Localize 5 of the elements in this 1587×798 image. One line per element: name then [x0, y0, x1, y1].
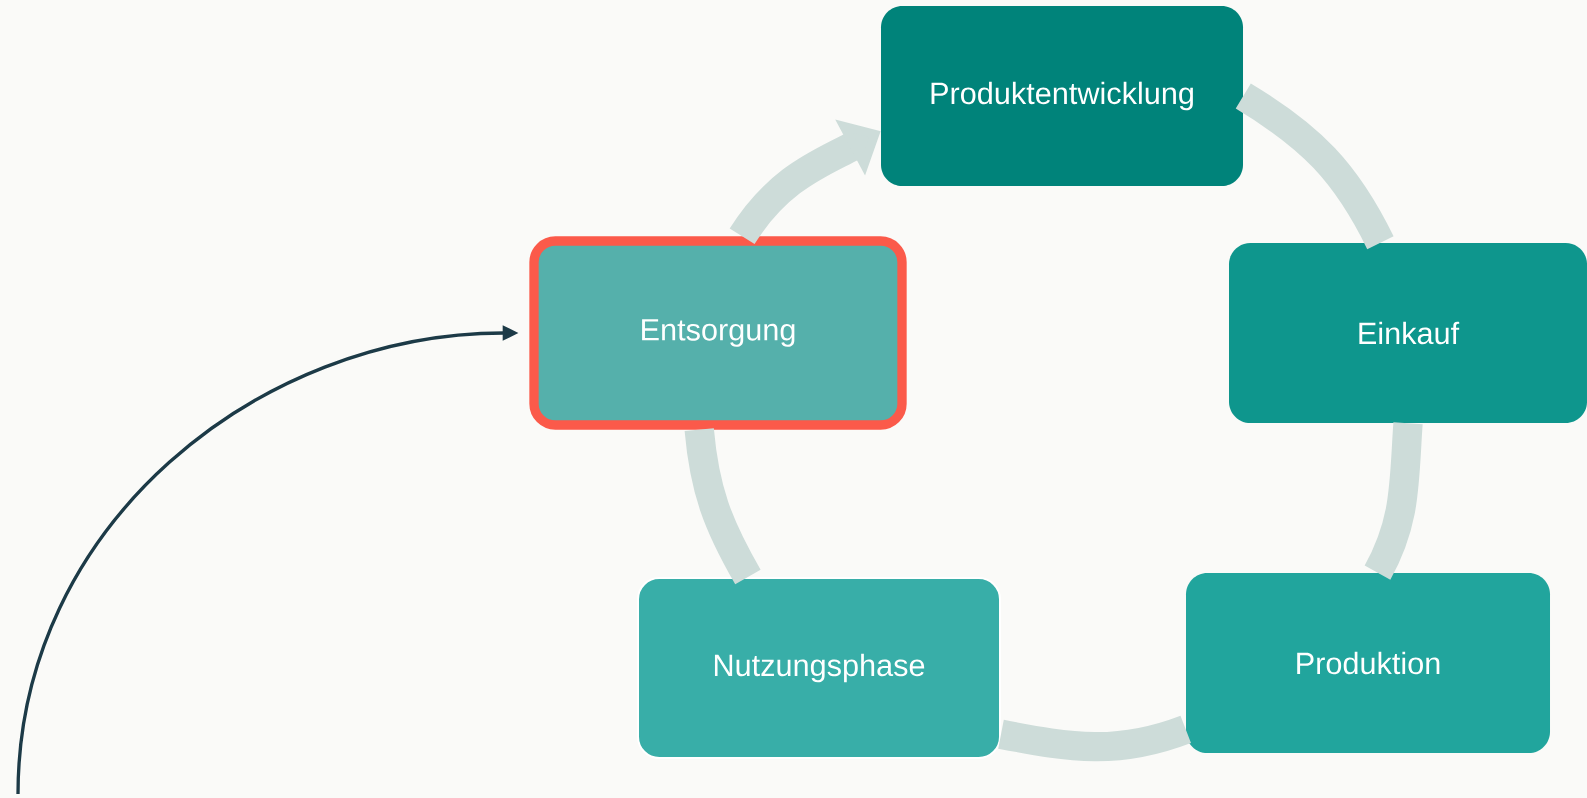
process-box: Produktion: [1186, 573, 1550, 753]
process-box: Entsorgung: [529, 236, 907, 430]
process-box: Produktentwicklung: [881, 6, 1243, 186]
process-box: Nutzungsphase: [637, 577, 1001, 759]
process-box: Einkauf: [1229, 243, 1587, 423]
